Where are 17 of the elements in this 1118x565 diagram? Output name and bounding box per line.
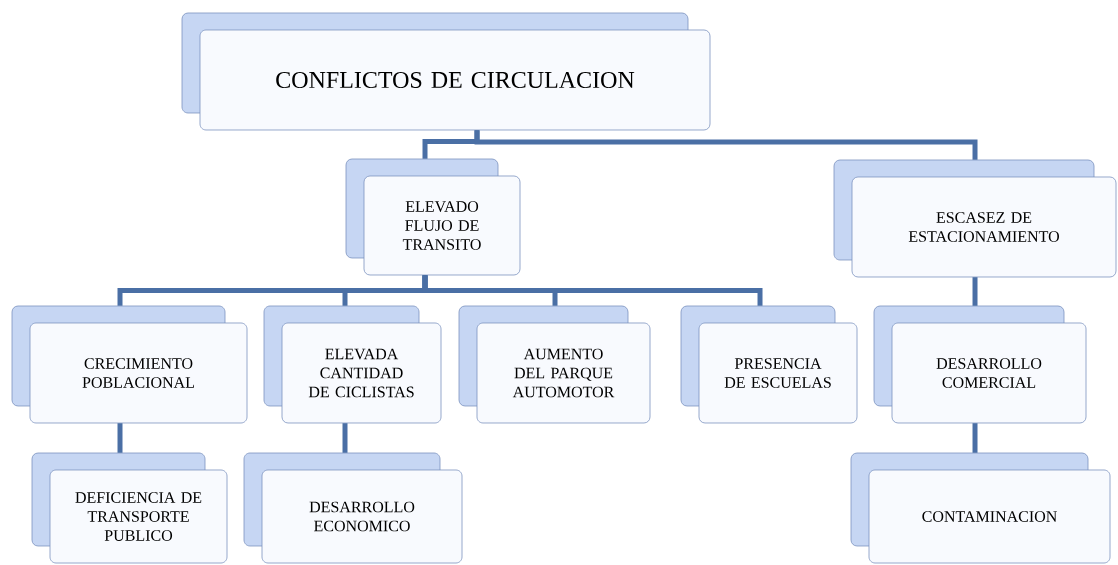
connector bbox=[972, 277, 978, 306]
cause-box: DESARROLLO ECONOMICO bbox=[243, 452, 463, 564]
cause-box: CONTAMINACION bbox=[850, 452, 1111, 564]
cause-box: DESARROLLO COMERCIAL bbox=[873, 305, 1087, 424]
cause-box: AUMENTO DEL PARQUE AUTOMOTOR bbox=[458, 305, 651, 424]
connector bbox=[422, 275, 763, 306]
cause-box: DEFICIENCIA DE TRANSPORTE PUBLICO bbox=[31, 452, 228, 564]
cause-box: PRESENCIA DE ESCUELAS bbox=[680, 305, 858, 424]
cause-box: ELEVADO FLUJO DE TRANSITO bbox=[345, 158, 521, 276]
connector bbox=[117, 423, 123, 453]
cause-box: CRECIMIENTO POBLACIONAL bbox=[11, 305, 248, 424]
connector bbox=[342, 423, 348, 453]
cause-box: ELEVADA CANTIDAD DE CICLISTAS bbox=[263, 305, 442, 424]
connector bbox=[972, 423, 978, 453]
title-box: CONFLICTOS DE CIRCULACION bbox=[181, 12, 711, 131]
cause-box: ESCASEZ DE ESTACIONAMIENTO bbox=[833, 159, 1117, 278]
connector bbox=[474, 130, 978, 160]
